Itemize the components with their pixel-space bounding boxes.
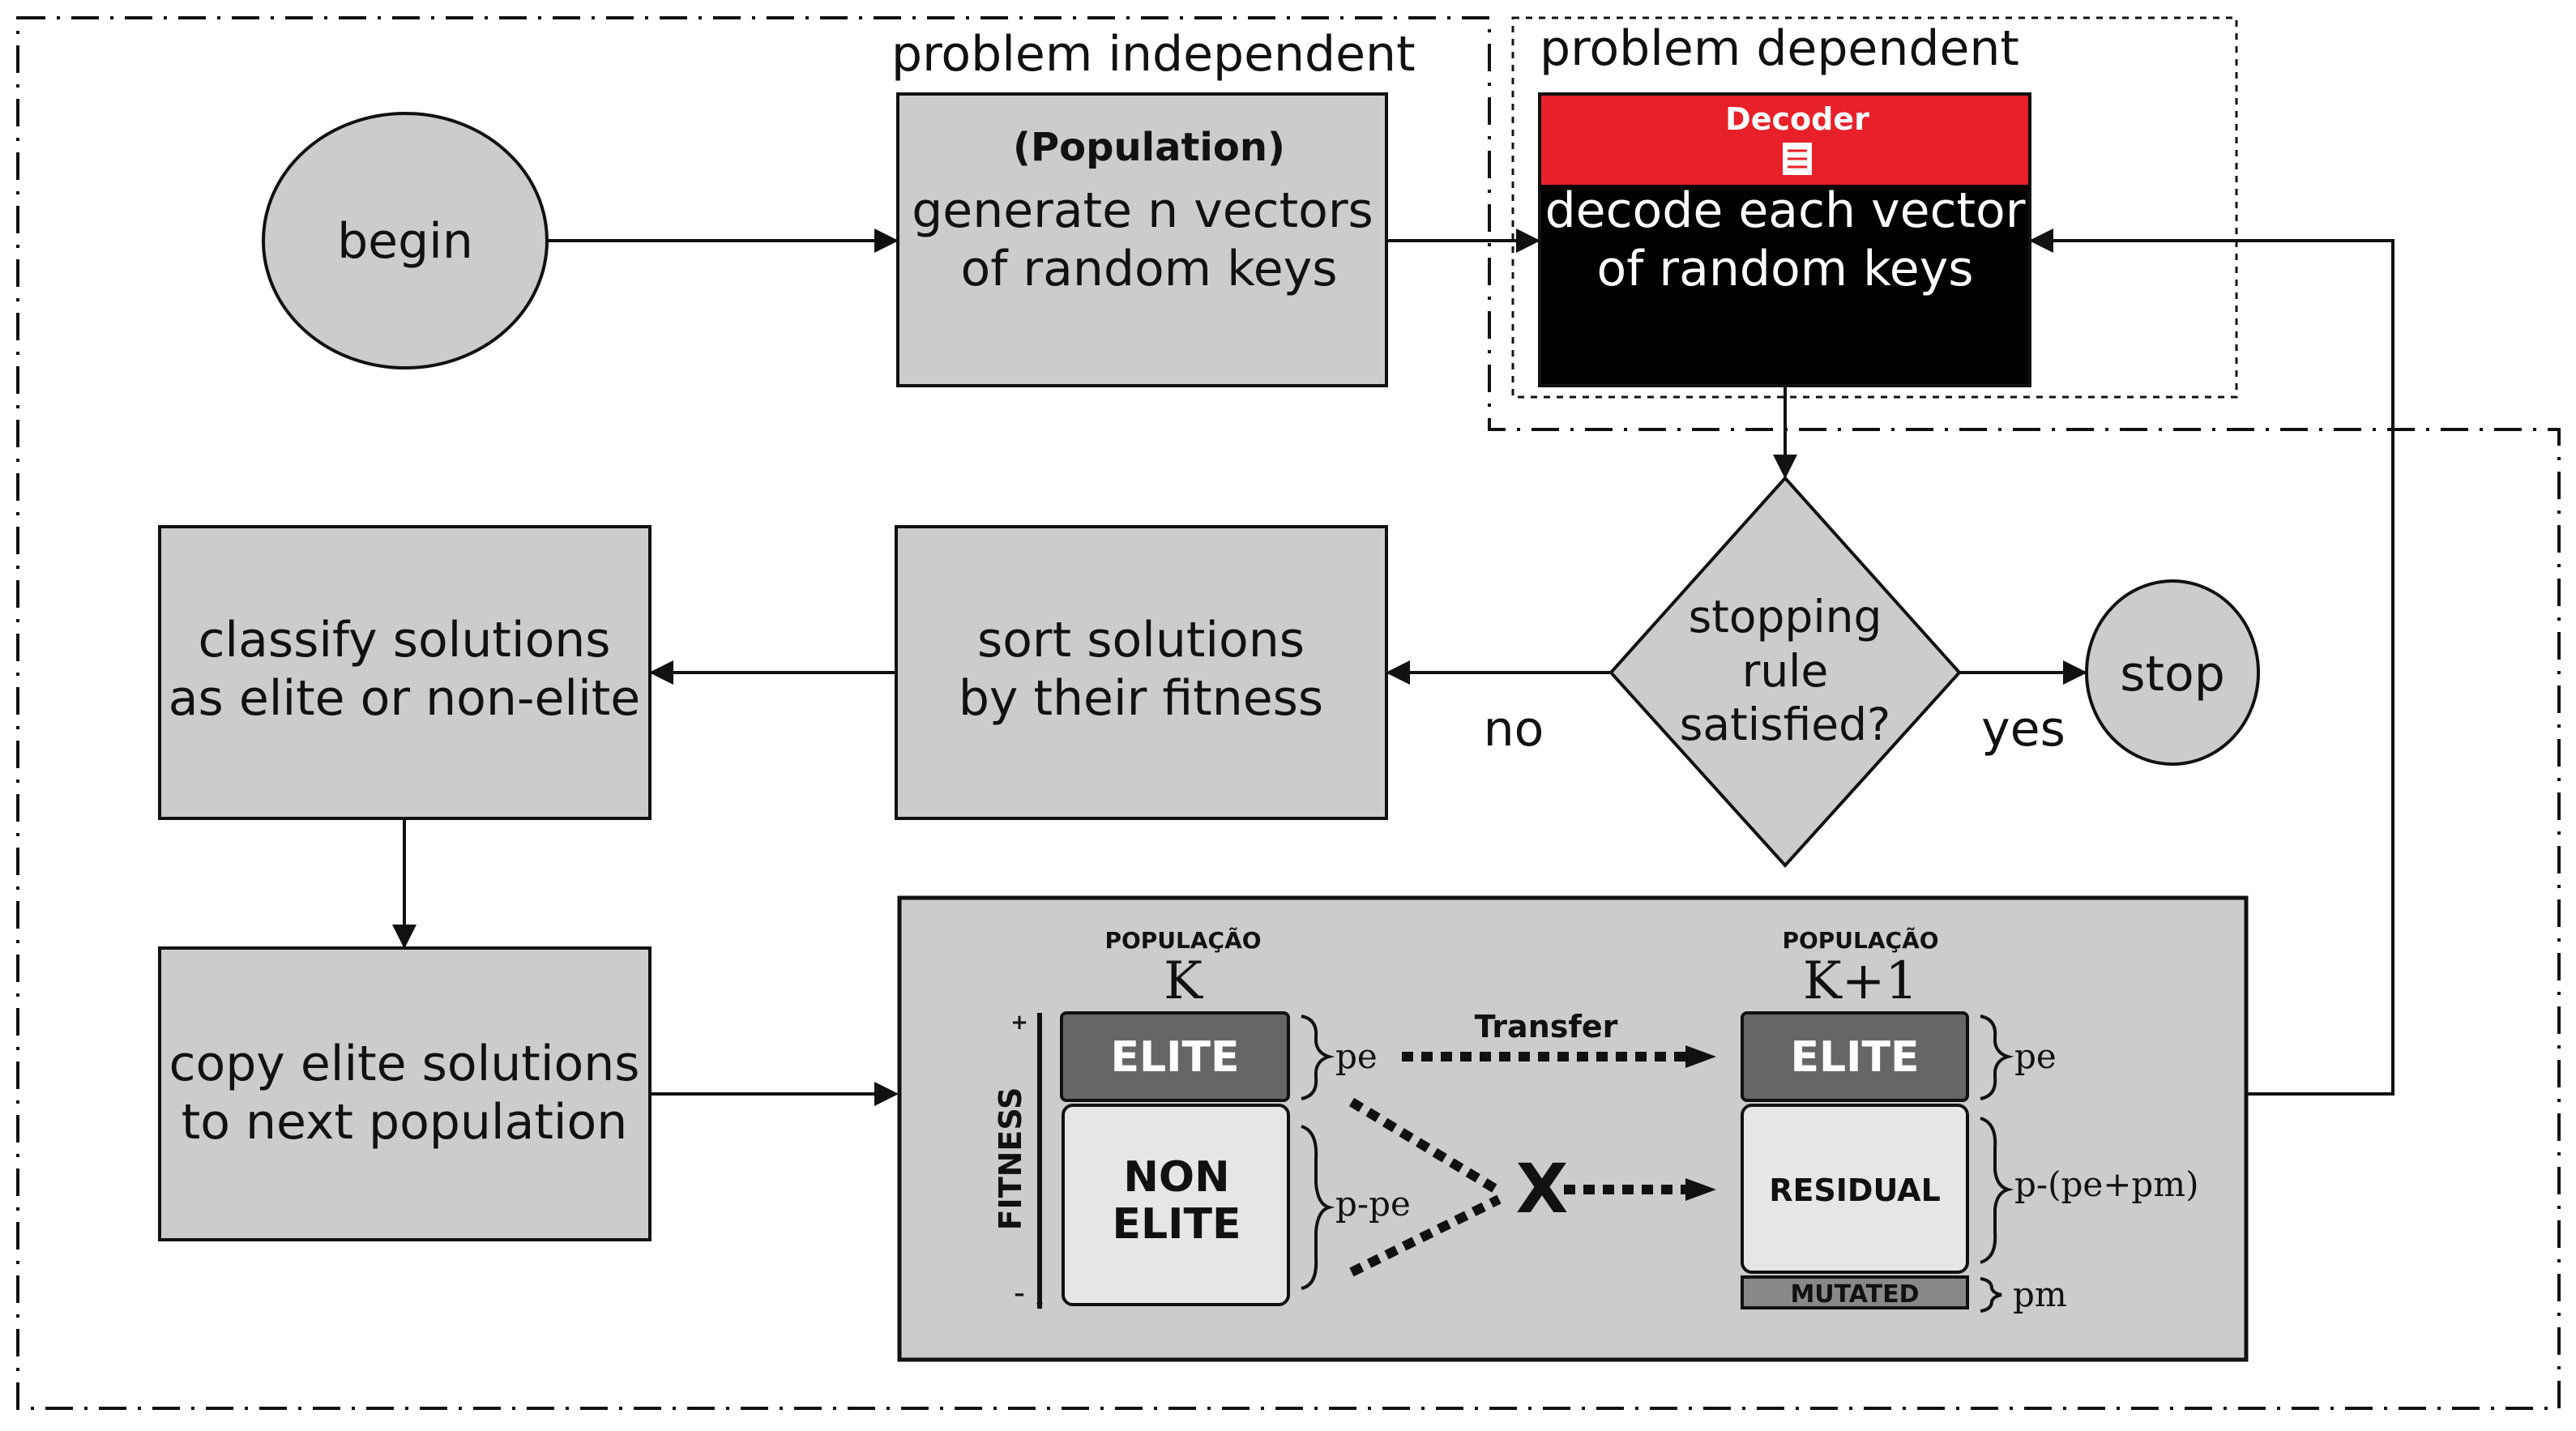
brace-ppe	[1301, 1125, 1335, 1290]
stopping-line1: stopping	[1689, 591, 1882, 643]
decoder-line1: decode each vector	[1545, 182, 2026, 239]
stop-label: stop	[2120, 646, 2225, 703]
elite-left-label: ELITE	[1111, 1033, 1240, 1082]
left-population-header: POPULAÇÃO	[1104, 926, 1261, 954]
mutated-box	[1741, 1275, 1969, 1309]
generate-line2: of random keys	[961, 241, 1338, 297]
left-generation-label: K	[1164, 951, 1203, 1011]
pm-label: pm	[2013, 1275, 2067, 1314]
generate-node	[896, 92, 1388, 387]
fitness-minus: –	[1015, 1282, 1025, 1306]
flow-arrows	[392, 229, 2394, 1106]
residual-proportion-label: p-(pe+pm)	[2014, 1164, 2199, 1204]
generate-line1: generate n vectors	[912, 182, 1373, 239]
evolution-arrows	[1348, 1052, 1685, 1277]
yes-edge-label: yes	[1981, 701, 2065, 758]
transfer-arrow-head	[1685, 1045, 1716, 1068]
begin-node	[262, 112, 549, 369]
classify-node	[158, 525, 651, 820]
right-generation-label: K+1	[1803, 951, 1918, 1011]
classify-line2: as elite or non-elite	[169, 670, 640, 727]
residual-arrow-head	[1685, 1178, 1716, 1201]
no-edge-label: no	[1484, 701, 1544, 758]
mutated-label: MUTATED	[1790, 1280, 1919, 1309]
transfer-label: Transfer	[1475, 1009, 1618, 1044]
problem-dependent-label: problem dependent	[1540, 20, 2019, 77]
stopping-rule-node	[1608, 476, 1962, 868]
problem-independent-region	[16, 16, 2561, 1410]
brace-residual	[1980, 1117, 2014, 1264]
stopping-line2: rule	[1742, 645, 1829, 697]
decoder-chip-icon	[1783, 143, 1812, 175]
problem-dependent-region	[1511, 16, 2238, 399]
copy-node	[158, 946, 651, 1241]
decoder-line2: of random keys	[1597, 241, 1974, 297]
generate-header: (Population)	[1013, 125, 1285, 170]
brace-pm	[1980, 1277, 2002, 1313]
fitness-plus: +	[1010, 1010, 1028, 1035]
residual-label: RESIDUAL	[1769, 1173, 1941, 1208]
sort-line2: by their fitness	[959, 670, 1323, 727]
brace-pe-right	[1980, 1015, 2014, 1100]
arrow-evolution-decoder	[2029, 229, 2394, 1096]
copy-line1: copy elite solutions	[169, 1036, 640, 1092]
classify-line1: classify solutions	[198, 612, 610, 669]
begin-label: begin	[337, 213, 473, 270]
crossover-arrow-from-nonelite	[1349, 1194, 1502, 1277]
non-elite-box	[1062, 1104, 1290, 1306]
non-elite-line1: NON	[1123, 1153, 1229, 1202]
non-elite-line2: ELITE	[1113, 1200, 1241, 1249]
stopping-line3: satisfied?	[1680, 698, 1890, 750]
sort-line1: sort solutions	[977, 612, 1305, 669]
pe-right-label: pe	[2014, 1036, 2057, 1076]
elite-left-box	[1060, 1011, 1290, 1102]
right-population-header: POPULAÇÃO	[1782, 926, 1938, 954]
residual-box	[1741, 1104, 1969, 1274]
brace-pe-left	[1301, 1015, 1335, 1100]
problem-independent-label: problem independent	[891, 26, 1416, 83]
crossover-symbol: X	[1516, 1149, 1569, 1228]
pe-left-label: pe	[1335, 1036, 1378, 1076]
elite-right-box	[1741, 1011, 1969, 1102]
fitness-label: FITNESS	[993, 1087, 1028, 1231]
crossover-arrow-from-elite	[1348, 1097, 1502, 1196]
copy-line2: to next population	[182, 1094, 628, 1151]
ppe-label: p-pe	[1335, 1184, 1411, 1224]
elite-right-label: ELITE	[1791, 1033, 1920, 1082]
decoder-banner-label: Decoder	[1725, 101, 1869, 137]
